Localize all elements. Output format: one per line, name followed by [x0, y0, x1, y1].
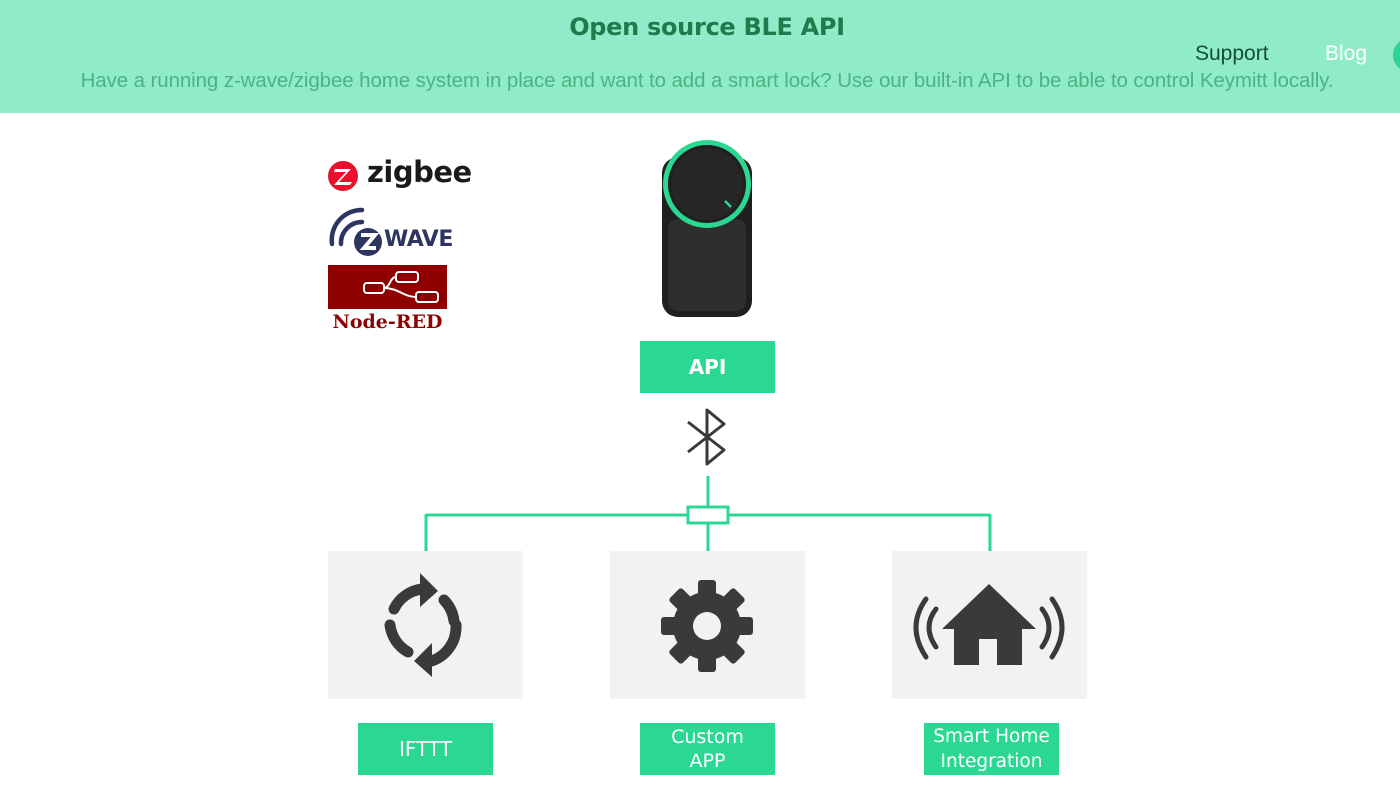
- smart-home-node: [892, 551, 1087, 699]
- connector-lines: [424, 476, 992, 554]
- home-signal-icon: [913, 584, 1065, 665]
- smart-home-label-line1: Smart Home: [933, 726, 1050, 747]
- node-red-logo-icon: [328, 265, 447, 309]
- ifttt-label: IFTTT: [358, 723, 493, 775]
- ifttt-node: [328, 551, 523, 699]
- smart-home-label-line2: Integration: [940, 751, 1043, 772]
- sync-arrows-icon: [384, 573, 462, 677]
- nav-avatar-button[interactable]: [1393, 38, 1400, 72]
- smart-lock-device: [662, 140, 752, 317]
- bluetooth-icon: [687, 408, 726, 466]
- top-banner: Open source BLE API Have a running z-wav…: [0, 0, 1400, 113]
- custom-app-label-line2: APP: [689, 750, 726, 772]
- zigbee-logo-icon: [328, 161, 358, 191]
- custom-app-label-line1: Custom: [671, 726, 744, 748]
- custom-app-node: [610, 551, 805, 699]
- nav-support-link[interactable]: Support: [1195, 42, 1269, 65]
- gear-icon: [661, 580, 753, 672]
- zigbee-logo-text: zigbee: [367, 155, 472, 189]
- node-red-logo-text: Node-RED: [332, 311, 443, 333]
- nav-blog-link[interactable]: Blog: [1325, 42, 1368, 65]
- custom-app-label: Custom APP: [640, 723, 775, 775]
- banner-subtitle: Have a running z-wave/zigbee home system…: [80, 69, 1334, 92]
- smart-home-label: Smart Home Integration: [924, 723, 1059, 775]
- zwave-logo-text: WAVE: [384, 227, 453, 252]
- banner-title: Open source BLE API: [569, 13, 845, 41]
- api-label: API: [640, 341, 775, 393]
- zwave-logo-icon: [329, 207, 382, 256]
